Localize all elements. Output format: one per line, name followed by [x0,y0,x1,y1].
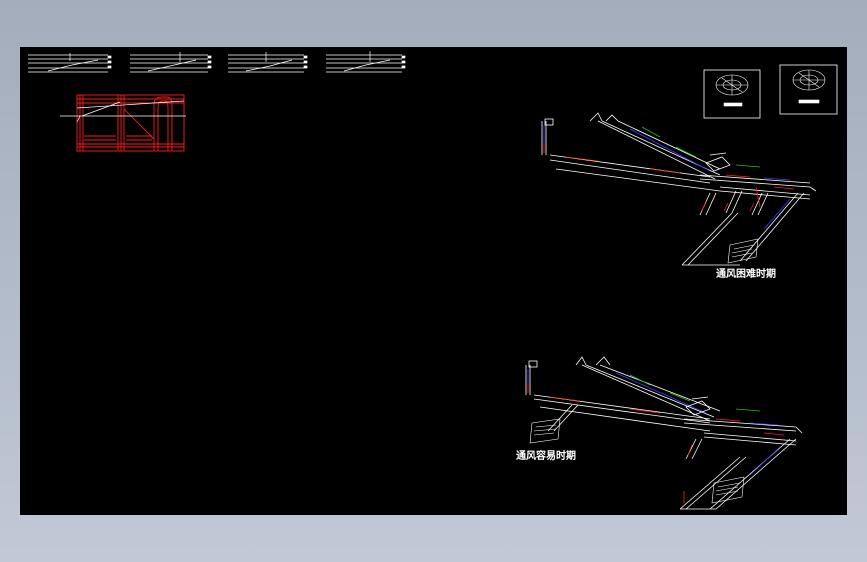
profile-thumbnail-2 [130,52,212,73]
caption-easy-ventilation: 通风容易时期 [516,449,576,462]
legend-box-2 [779,64,838,115]
section-legend-icon [715,74,749,107]
red-frame-diagram [60,94,186,152]
caption-difficult-ventilation: 通风困难时期 [716,267,776,280]
ventilation-view-bottom: 通风容易时期 [516,356,803,510]
profile-thumbnail-4 [326,51,406,73]
profile-thumbnail-3 [228,52,308,73]
section-legend-icon [792,69,826,104]
profile-thumbnail-1 [28,53,112,73]
ventilation-view-top: 通风困难时期 [541,112,817,280]
cad-model-space[interactable]: 通风困难时期 [20,47,847,515]
legend-box-1 [703,69,761,119]
drawing-canvas: 通风困难时期 [28,51,838,510]
